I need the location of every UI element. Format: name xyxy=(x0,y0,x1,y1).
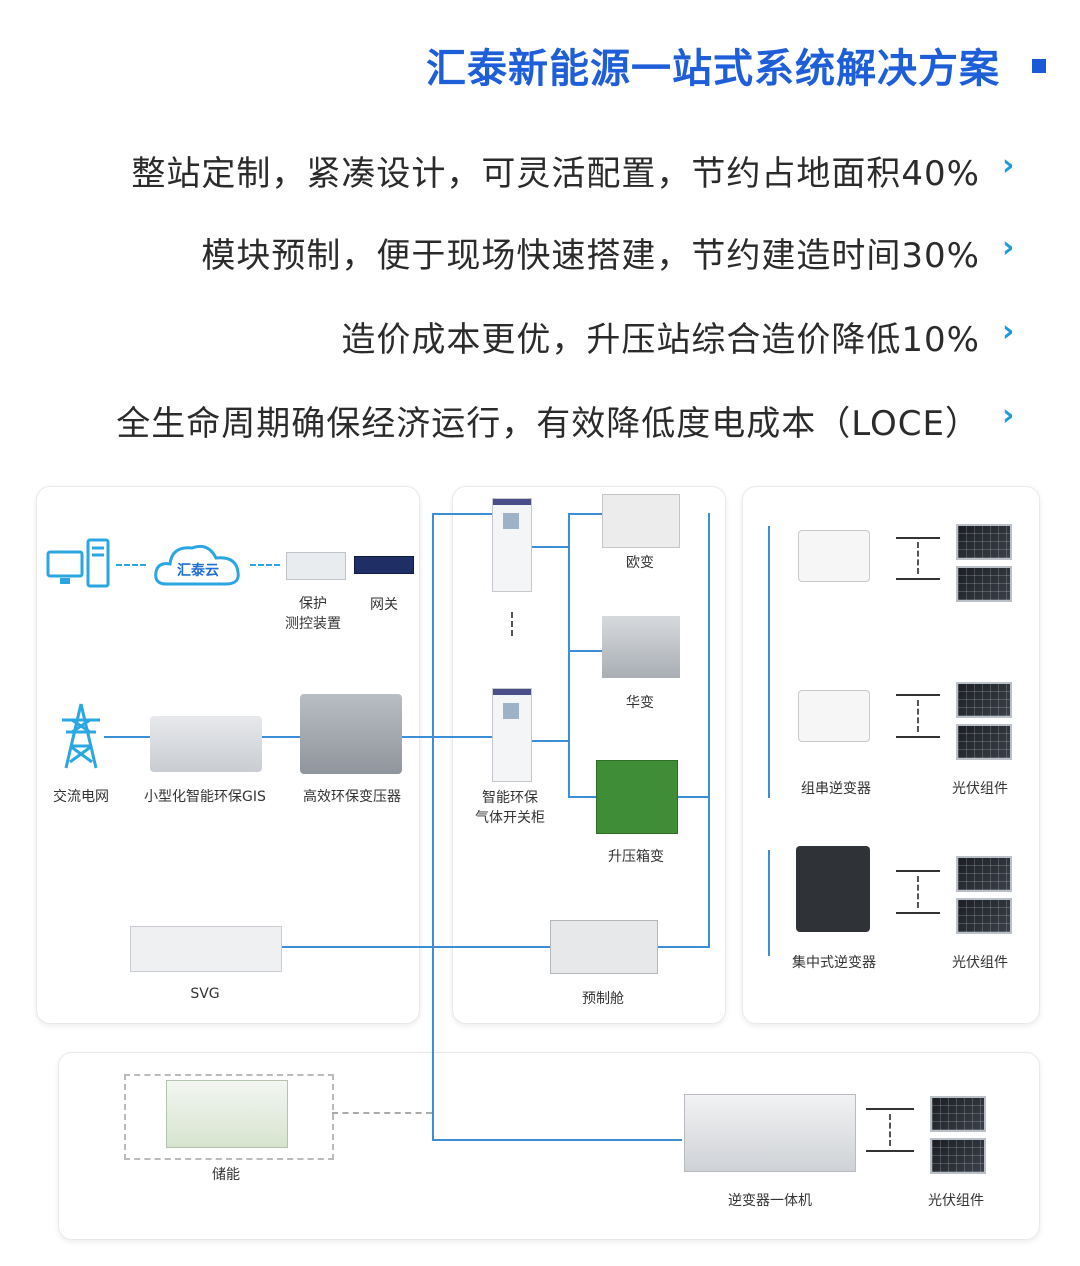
computer-icon xyxy=(46,538,110,590)
euro-substation-label: 欧变 xyxy=(626,555,654,571)
solar-panel-image xyxy=(956,566,1012,602)
svg-container-image xyxy=(130,926,282,972)
boost-box-image xyxy=(596,760,678,834)
string-inverter-image xyxy=(798,530,870,582)
protection-device-image xyxy=(286,552,346,580)
storage-container-image xyxy=(166,1080,288,1148)
prefab-cabin-image xyxy=(550,920,658,974)
inverter-integrated-label: 逆变器一体机 xyxy=(728,1193,812,1209)
gateway-image xyxy=(354,556,414,574)
pv-module-label: 光伏组件 xyxy=(928,1193,984,1209)
central-inverter-image xyxy=(796,846,870,932)
feature-bullet-2: 模块预制，便于现场快速搭建，节约建造时间30% xyxy=(201,236,980,276)
cloud-icon xyxy=(152,540,244,590)
solar-panel-image xyxy=(930,1138,986,1174)
switchgear-cabinet-image xyxy=(492,688,532,782)
gis-label: 小型化智能环保GIS xyxy=(144,789,266,805)
storage-label: 储能 xyxy=(212,1167,240,1183)
chevron-right-icon: › xyxy=(1002,314,1015,349)
solar-panel-image xyxy=(956,682,1012,718)
string-inverter-image xyxy=(798,690,870,742)
solar-panel-image xyxy=(956,856,1012,892)
page-title: 汇泰新能源一站式系统解决方案 xyxy=(426,46,1000,92)
solar-panel-image xyxy=(956,724,1012,760)
gateway-label: 网关 xyxy=(370,597,398,613)
us-substation-image xyxy=(602,616,680,678)
protection-device-label: 保护 测控装置 xyxy=(285,596,341,632)
chevron-right-icon: › xyxy=(1002,230,1015,265)
feature-bullet-1: 整站定制，紧凑设计，可灵活配置，节约占地面积40% xyxy=(131,154,980,194)
power-tower-icon xyxy=(58,702,104,770)
pv-module-label: 光伏组件 xyxy=(952,955,1008,971)
ac-grid-label: 交流电网 xyxy=(53,789,109,805)
gis-image xyxy=(150,716,262,772)
solar-panel-image xyxy=(956,524,1012,560)
central-inverter-label: 集中式逆变器 xyxy=(792,955,876,971)
chevron-right-icon: › xyxy=(1002,398,1015,433)
inverter-integrated-image xyxy=(684,1094,856,1172)
title-square-icon xyxy=(1032,59,1046,73)
transformer-image xyxy=(300,694,402,774)
solar-panel-image xyxy=(956,898,1012,934)
feature-bullet-4: 全生命周期确保经济运行，有效降低度电成本（LOCE） xyxy=(116,404,980,444)
us-substation-label: 华变 xyxy=(626,695,654,711)
feature-bullet-3: 造价成本更优，升压站综合造价降低10% xyxy=(341,320,980,360)
transformer-label: 高效环保变压器 xyxy=(303,789,401,805)
string-inverter-label: 组串逆变器 xyxy=(801,781,871,797)
ring-cabinet-label: 智能环保 气体开关柜 xyxy=(475,790,545,826)
svg-label: SVG xyxy=(190,986,220,1002)
switchgear-cabinet-image xyxy=(492,498,532,592)
pv-module-label: 光伏组件 xyxy=(952,781,1008,797)
cloud-label: 汇泰云 xyxy=(177,563,219,579)
euro-substation-image xyxy=(602,494,680,548)
boost-box-label: 升压箱变 xyxy=(608,849,664,865)
storage-dashed-frame xyxy=(124,1074,334,1160)
prefab-cabin-label: 预制舱 xyxy=(582,991,624,1007)
chevron-right-icon: › xyxy=(1002,148,1015,183)
solar-panel-image xyxy=(930,1096,986,1132)
